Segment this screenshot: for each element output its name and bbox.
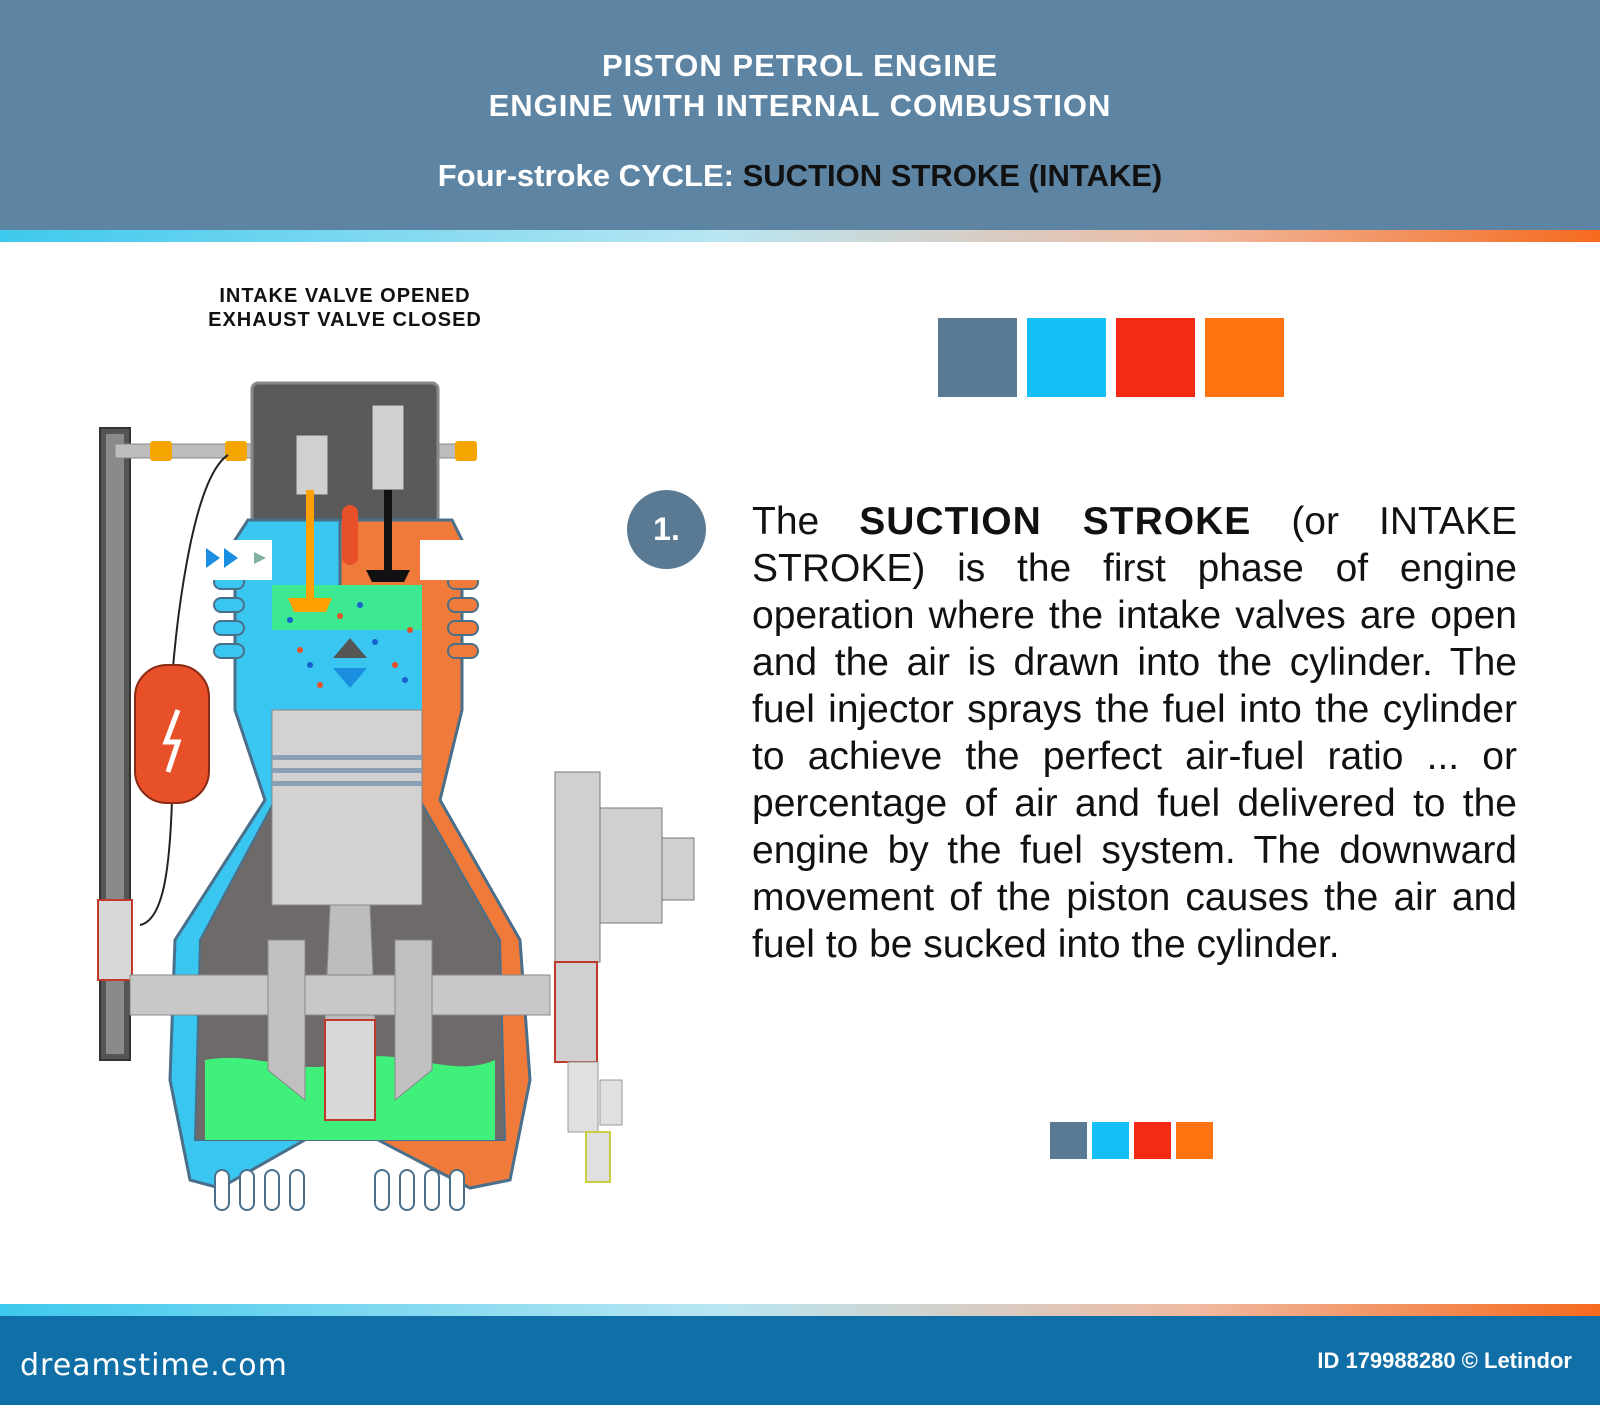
step-number-badge: 1. <box>627 490 706 569</box>
bottom-gradient-bar <box>0 1304 1600 1316</box>
cam-lobe <box>455 441 477 461</box>
cycle-stage: SUCTION STROKE (INTAKE) <box>742 158 1163 193</box>
brand-watermark: dreamstime.com <box>20 1348 288 1383</box>
piston-direction-up-icon <box>333 638 367 658</box>
ignition-wire <box>139 799 173 926</box>
piston-direction-down-icon <box>333 668 367 688</box>
cam-lobe <box>225 441 247 461</box>
exhaust-valve-spring <box>371 404 405 491</box>
header-banner: PISTON PETROL ENGINE ENGINE WITH INTERNA… <box>0 0 1600 230</box>
intake-arrow-icon <box>206 548 220 568</box>
intake-arrow-icon <box>254 552 266 564</box>
intake-valve-status: INTAKE VALVE OPENED <box>219 285 471 307</box>
ignition-coil <box>134 664 210 804</box>
intake-arrow-icon <box>224 548 238 568</box>
crankshaft <box>129 974 551 1016</box>
belt-tensioner <box>97 899 133 981</box>
drive-gear-small <box>585 1131 611 1183</box>
gear-stack <box>554 771 601 963</box>
piston-ring <box>272 781 422 786</box>
fuel-droplets <box>297 613 413 688</box>
swatch <box>938 318 1017 397</box>
air-particles <box>287 602 408 683</box>
gear-stack <box>599 807 663 924</box>
piston <box>271 709 423 906</box>
desc-intro: The <box>752 500 820 543</box>
valve-status-label: INTAKE VALVE OPENED EXHAUST VALVE CLOSED <box>190 284 500 332</box>
color-palette-small <box>1050 1122 1213 1159</box>
spark-plug <box>342 505 358 565</box>
valve-cover <box>250 381 440 525</box>
drive-gear-small <box>567 1061 599 1133</box>
footer-bar <box>0 1316 1600 1405</box>
intake-valve-stem <box>306 490 314 598</box>
image-credit: ID 179988280 © Letindor <box>1317 1348 1572 1373</box>
desc-highlight: SUCTION STROKE <box>859 500 1252 543</box>
cycle-subtitle: Four-stroke CYCLE: SUCTION STROKE (INTAK… <box>0 158 1600 194</box>
swatch <box>1092 1122 1129 1159</box>
piston-ring <box>272 768 422 773</box>
exhaust-port <box>420 540 485 580</box>
title-line-2: ENGINE WITH INTERNAL COMBUSTION <box>488 88 1112 123</box>
intake-valve-head <box>288 598 332 612</box>
gear-stack <box>661 837 695 901</box>
title-line-1: PISTON PETROL ENGINE <box>601 48 999 83</box>
swatch <box>1116 318 1195 397</box>
step-description: The SUCTION STROKE (or INTAKE STROKE) is… <box>752 498 1517 968</box>
rod-big-end <box>324 1019 376 1121</box>
crank-web <box>394 939 433 1102</box>
engine-cross-section <box>97 381 695 1211</box>
swatch <box>1176 1122 1213 1159</box>
swatch <box>1134 1122 1171 1159</box>
sump-fins <box>214 1169 465 1211</box>
exhaust-valve-stem <box>384 490 392 570</box>
cycle-prefix: Four-stroke CYCLE: <box>437 158 734 193</box>
exhaust-valve-status: EXHAUST VALVE CLOSED <box>208 309 482 331</box>
drive-gear <box>554 961 598 1063</box>
piston-ring <box>272 755 422 760</box>
drive-gear-small <box>599 1079 623 1126</box>
color-palette-large <box>938 318 1284 397</box>
intake-valve-spring <box>295 434 329 496</box>
cam-lobe <box>150 441 172 461</box>
swatch <box>1050 1122 1087 1159</box>
top-gradient-bar <box>0 230 1600 242</box>
swatch <box>1027 318 1106 397</box>
crank-web <box>267 939 306 1102</box>
swatch <box>1205 318 1284 397</box>
desc-body: (or INTAKE STROKE) is the first phase of… <box>752 500 1517 966</box>
ignition-wire <box>171 454 229 681</box>
lightning-icon <box>162 709 182 773</box>
exhaust-valve-head <box>366 570 410 582</box>
